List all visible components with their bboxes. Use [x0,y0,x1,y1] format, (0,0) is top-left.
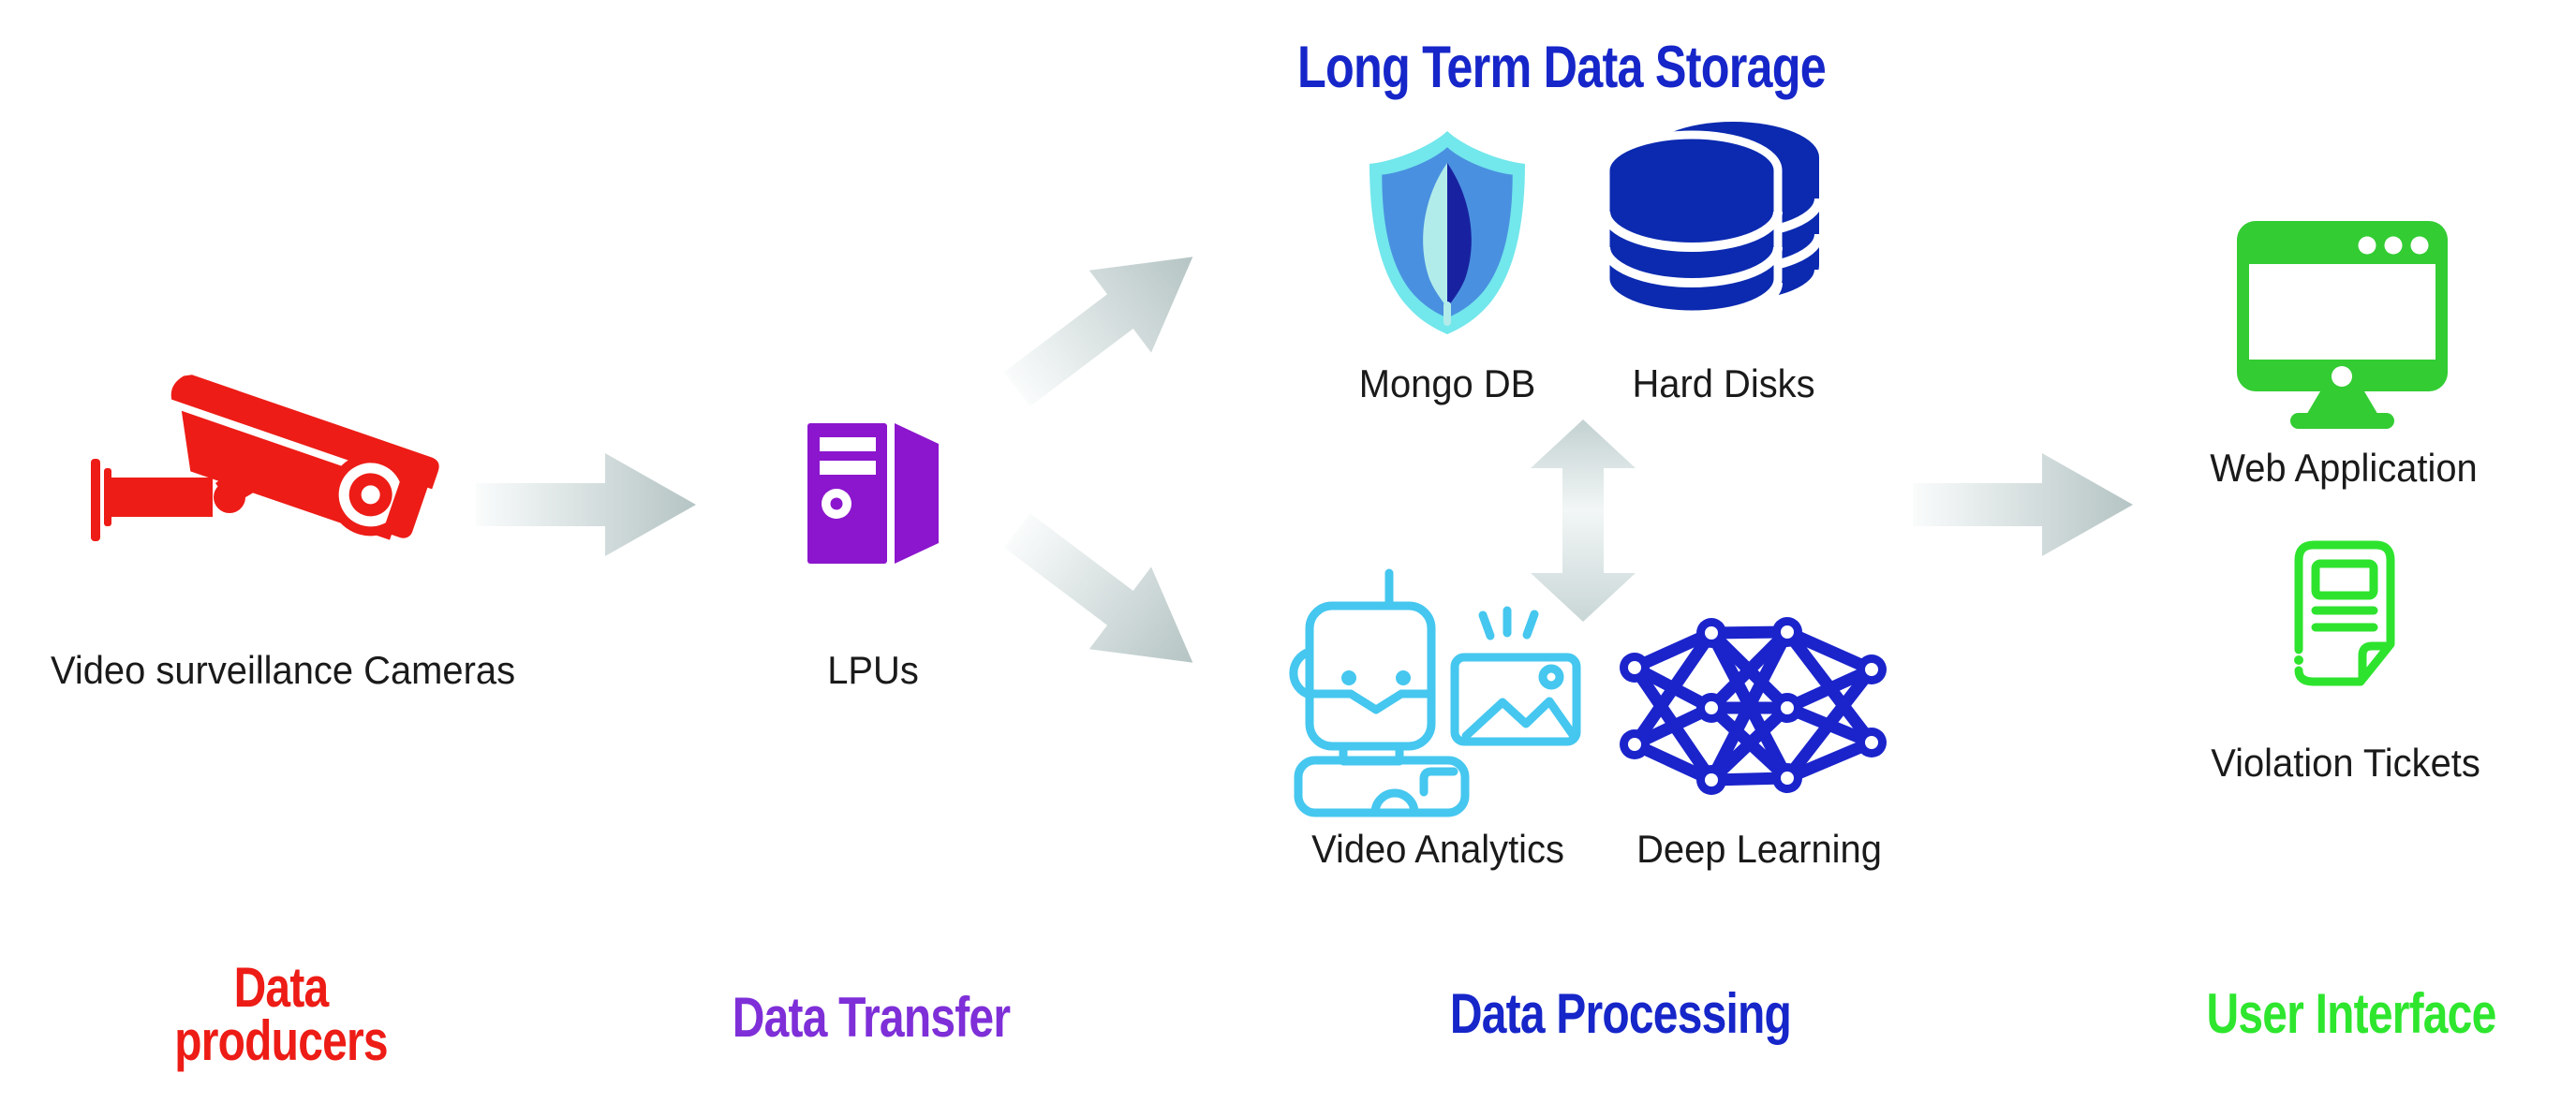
heading-line: Data [233,956,330,1019]
flow-arrow-down-right-icon [1003,512,1193,663]
camera-lens-icon [361,485,380,505]
monitor-screen [2249,264,2435,360]
flow-arrow-bidirectional-icon [1531,419,1636,622]
mongodb-label: Mongo DB [1358,361,1536,405]
stage-heading-data-processing: Data Processing [1449,982,1792,1045]
cameras-label: Video surveillance Cameras [50,648,516,692]
web-application-label: Web Application [2210,446,2478,490]
deep-learning-label: Deep Learning [1636,827,1882,871]
flow-arrow-right-icon [476,453,696,556]
mongodb-shield-icon [1369,131,1525,334]
page-title: Long Term Data Storage [1297,35,1827,100]
camera-body [170,375,439,540]
cctv-camera-icon [91,375,439,541]
heading-line: producers [174,1009,388,1072]
disk-stack-icon [1601,122,1824,323]
server-tower-icon [807,423,939,564]
robot-image-icon [1289,568,1581,817]
lpus-label: LPUs [827,648,919,692]
stage-heading-data-transfer: Data Transfer [732,986,1011,1049]
picture-frame-icon [1450,653,1581,746]
stage-heading-user-interface: User Interface [2206,982,2497,1045]
flow-arrow-up-right-icon [1003,257,1193,407]
violation-tickets-label: Violation Tickets [2211,741,2480,785]
video-analytics-label: Video Analytics [1311,827,1564,871]
flow-arrow-right-icon [1913,453,2133,556]
desktop-monitor-icon [2237,221,2448,429]
neural-network-icon [1620,617,1887,795]
ticket-document-icon [2294,540,2395,686]
stage-heading-data-producers: Data producers [174,956,388,1072]
hard-disks-label: Hard Disks [1632,361,1815,405]
